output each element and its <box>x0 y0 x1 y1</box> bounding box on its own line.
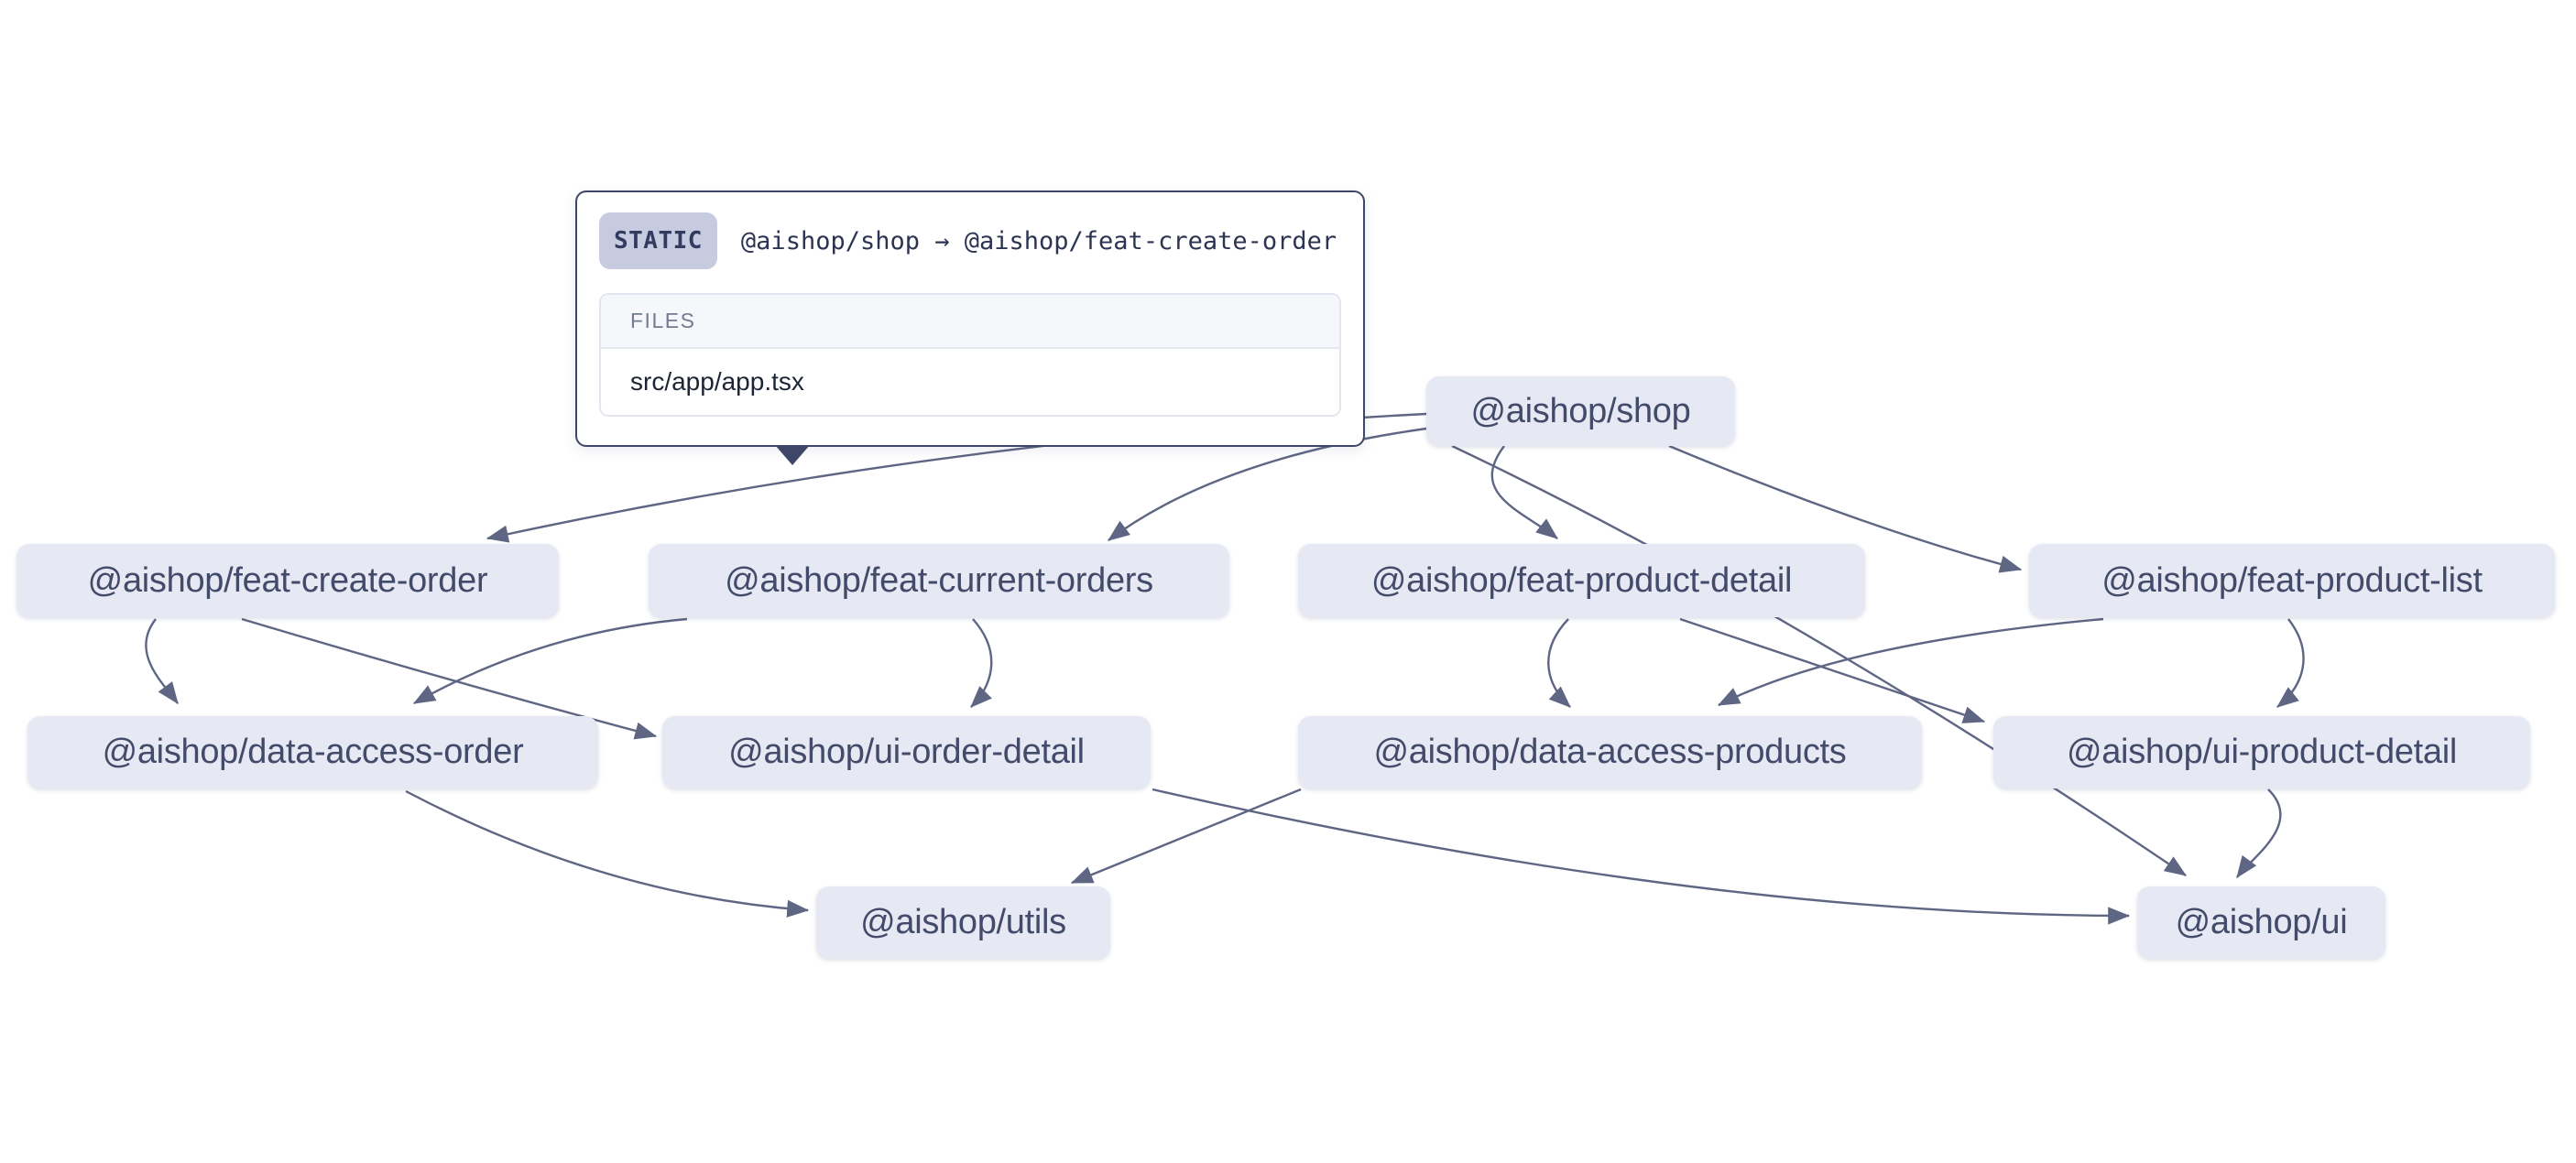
edge-shop-to-ui[interactable] <box>1451 444 2187 876</box>
graph-node-feat-create-order[interactable]: @aishop/feat-create-order <box>16 544 559 617</box>
graph-node-feat-current-orders[interactable]: @aishop/feat-current-orders <box>649 544 1229 617</box>
tooltip-header-row: STATIC @aishop/shop → @aishop/feat-creat… <box>599 212 1341 269</box>
edge-feat-current-orders-to-ui-order-detail[interactable] <box>970 618 993 708</box>
edge-ui-product-detail-to-ui[interactable] <box>2236 788 2282 878</box>
graph-node-feat-product-list[interactable]: @aishop/feat-product-list <box>2029 544 2555 617</box>
graph-node-data-access-order[interactable]: @aishop/data-access-order <box>27 716 598 788</box>
edge-data-access-order-to-utils[interactable] <box>405 789 810 918</box>
edge-shop-to-feat-product-list[interactable] <box>1668 444 2023 573</box>
files-panel: FILES src/app/app.tsx <box>599 293 1341 417</box>
edge-feat-product-list-to-ui-product-detail[interactable] <box>2276 618 2305 708</box>
edge-feat-product-detail-to-ui-product-detail[interactable] <box>1679 617 1986 723</box>
edge-shop-to-feat-product-detail[interactable] <box>1490 445 1558 539</box>
edge-tooltip-title: @aishop/shop → @aishop/feat-create-order <box>740 226 1337 255</box>
files-header-label: FILES <box>601 295 1339 349</box>
edge-feat-create-order-to-data-access-order[interactable] <box>145 618 179 704</box>
edge-feat-product-list-to-data-access-products[interactable] <box>1717 617 2104 707</box>
graph-node-data-access-products[interactable]: @aishop/data-access-products <box>1298 716 1922 788</box>
edge-feat-current-orders-to-data-access-order[interactable] <box>412 617 688 705</box>
graph-node-ui-order-detail[interactable]: @aishop/ui-order-detail <box>662 716 1151 788</box>
graph-node-ui-product-detail[interactable]: @aishop/ui-product-detail <box>1993 716 2530 788</box>
graph-node-ui[interactable]: @aishop/ui <box>2137 886 2385 959</box>
edge-ui-order-detail-to-ui[interactable] <box>1152 788 2131 925</box>
edge-data-access-products-to-utils[interactable] <box>1070 788 1302 885</box>
file-row[interactable]: src/app/app.tsx <box>601 349 1339 415</box>
edge-type-badge: STATIC <box>599 212 717 269</box>
edge-feat-create-order-to-ui-order-detail[interactable] <box>241 617 658 740</box>
graph-node-feat-product-detail[interactable]: @aishop/feat-product-detail <box>1298 544 1865 617</box>
edge-tooltip: STATIC @aishop/shop → @aishop/feat-creat… <box>575 190 1365 465</box>
edge-shop-to-feat-current-orders[interactable] <box>1108 427 1427 541</box>
graph-node-utils[interactable]: @aishop/utils <box>816 886 1110 959</box>
tooltip-caret <box>775 445 810 465</box>
edge-feat-product-detail-to-data-access-products[interactable] <box>1547 618 1571 708</box>
graph-node-shop[interactable]: @aishop/shop <box>1426 376 1735 446</box>
